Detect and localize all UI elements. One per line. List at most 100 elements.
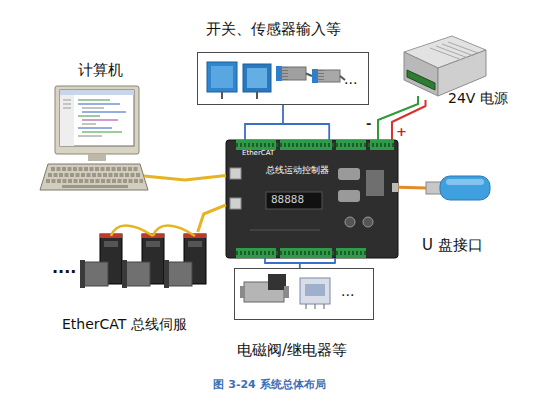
- cable-connector: [283, 105, 329, 140]
- computer-illustration: [78, 100, 110, 101]
- cable-connector: [300, 258, 335, 268]
- controller-illustration: [366, 170, 384, 196]
- servo-illustration: [124, 262, 150, 286]
- controller-illustration: [236, 143, 394, 147]
- node-text: 计算机: [78, 61, 123, 79]
- servo-drives: ....EtherCAT 总线伺服: [78, 232, 214, 290]
- servo-illustration: [166, 262, 192, 286]
- polarity-label: +: [396, 124, 407, 140]
- sensor-illustration: [247, 68, 267, 88]
- controller-illustration: [226, 140, 398, 258]
- sensor-illustration: [280, 67, 288, 80]
- power-supply-illustration: [407, 70, 435, 90]
- node-text: 总线运动控制器: [266, 165, 329, 176]
- output-device-illustration: [268, 274, 286, 290]
- controller-illustration: [338, 190, 360, 202]
- power-supply: 24V 电源: [400, 34, 488, 100]
- sensor-illustration: [316, 70, 340, 82]
- cable-connector: [198, 205, 226, 232]
- sensor-illustration: [280, 67, 306, 80]
- power-supply-illustration: [448, 42, 478, 53]
- cable-connector: [144, 175, 226, 180]
- computer-illustration: [82, 112, 126, 113]
- usb-disk-illustration: [446, 179, 484, 185]
- sensor-illustration: [243, 64, 271, 92]
- power-supply-illustration: [404, 52, 438, 96]
- output-device-illustration: [284, 286, 289, 298]
- controller-illustration: [236, 251, 366, 255]
- servo-illustration: [164, 260, 169, 288]
- servo-illustration: [153, 226, 195, 237]
- node-text: EtherCAT 总线伺服: [62, 316, 187, 333]
- node-text: U 盘接口: [422, 236, 483, 254]
- wire-decoration: [245, 124, 283, 140]
- polarity-label: -: [366, 116, 371, 132]
- servo-illustration: [146, 241, 160, 247]
- output-device-illustration: [306, 304, 307, 309]
- computer-illustration: [82, 108, 104, 109]
- node-text: 88888: [271, 193, 304, 206]
- usb-disk-illustration: [440, 176, 490, 200]
- controller-illustration: [266, 192, 322, 209]
- sensor-illustration: [207, 62, 345, 99]
- servo-illustration: [80, 226, 206, 289]
- controller-illustration: [363, 217, 373, 227]
- sensor-illustration: [211, 66, 233, 88]
- sensor-illustration: [221, 92, 223, 99]
- motion-controller: EtherCAT 总线运动控制器 88888: [226, 140, 398, 258]
- controller-illustration: [338, 168, 360, 180]
- servo-illustration: [104, 241, 118, 247]
- computer-illustration: [82, 120, 118, 121]
- sensor-illustration: [207, 62, 237, 92]
- node-text: 开关、传感器输入等: [206, 20, 341, 38]
- output-device-illustration: [240, 286, 245, 298]
- computer-illustration: [78, 104, 120, 105]
- power-supply-illustration: [404, 36, 486, 96]
- sensor-illustration: [256, 92, 258, 99]
- wire-decoration: [265, 258, 300, 263]
- computer-illustration: [82, 124, 96, 125]
- computer-illustration: [60, 90, 134, 95]
- computer-illustration: [78, 116, 100, 117]
- wire-decoration: [378, 96, 418, 140]
- controller-illustration: [230, 168, 241, 179]
- output-device-illustration: [240, 274, 330, 309]
- cable-connector: [392, 100, 426, 140]
- servo-illustration: [122, 260, 127, 288]
- output-device-illustration: [315, 304, 316, 309]
- sensor-illustration: [306, 74, 312, 77]
- computer-illustration: [51, 167, 138, 171]
- node-text: 24V 电源: [448, 90, 508, 107]
- servo-illustration: [82, 262, 108, 286]
- sensor-panel: 开关、传感器输入等...: [197, 52, 369, 105]
- computer-illustration: [60, 90, 134, 146]
- computer-illustration: [60, 95, 74, 146]
- node-text: ....: [52, 258, 76, 277]
- node-text: ...: [344, 71, 357, 88]
- figure-caption: 图 3-24 系统总体布局: [0, 378, 539, 391]
- computer-illustration: [88, 154, 106, 161]
- controller-illustration: [230, 198, 241, 209]
- computer-illustration: [78, 136, 102, 137]
- servo-illustration: [188, 241, 202, 247]
- node-text: 电磁阀/继电器等: [237, 341, 347, 359]
- computer-illustration: [40, 164, 148, 190]
- power-supply-illustration: [438, 50, 486, 96]
- controller-illustration: [226, 140, 398, 258]
- cable-connector: [398, 186, 426, 190]
- usb-disk-illustration: [426, 176, 490, 200]
- computer-illustration: [78, 128, 112, 129]
- controller-illustration: [250, 230, 320, 231]
- computer-illustration: [63, 108, 71, 109]
- controller-illustration: [345, 217, 355, 227]
- computer: 计算机: [48, 86, 144, 192]
- computer-illustration: [46, 179, 143, 183]
- output-device-illustration: [305, 284, 325, 296]
- computer-illustration: [55, 86, 139, 154]
- node-text: EtherCAT: [242, 149, 274, 157]
- usb-disk: U 盘接口: [426, 174, 492, 202]
- servo-illustration: [80, 260, 85, 288]
- sensor-illustration: [316, 70, 324, 82]
- output-device-illustration: [300, 278, 330, 304]
